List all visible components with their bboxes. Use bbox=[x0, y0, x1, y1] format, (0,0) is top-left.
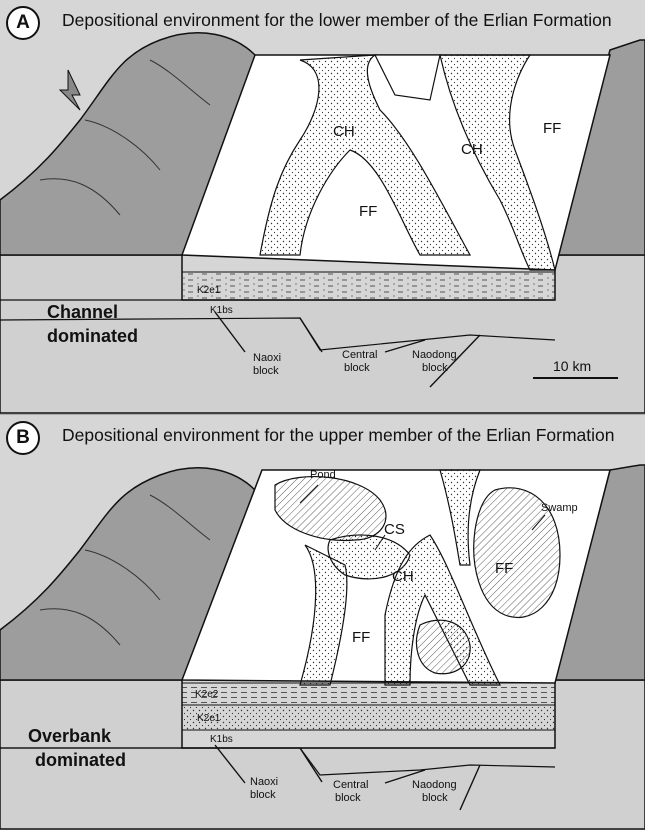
panel-b-letter: B bbox=[6, 421, 40, 455]
panel-a: CH CH FF FF K2e1 K1bs Channel dominated … bbox=[0, 0, 645, 414]
label-dominated-b-line2: dominated bbox=[35, 750, 126, 770]
panel-a-title: Depositional environment for the lower m… bbox=[62, 10, 612, 30]
label-naodong-b-1: Naodong bbox=[412, 779, 457, 791]
label-dominated-line2: dominated bbox=[47, 326, 138, 346]
fault-2 bbox=[299, 317, 323, 353]
panel-b: Pond Swamp CS CH FF FF K2e2 K2e1 K1bs Ov… bbox=[0, 414, 645, 830]
pond-south bbox=[415, 619, 471, 675]
channel-body-2 bbox=[439, 54, 556, 271]
fault-4 bbox=[429, 334, 481, 388]
label-k2e1: K2e1 bbox=[197, 285, 221, 296]
label-central-2: block bbox=[344, 362, 370, 374]
label-ch-1: CH bbox=[333, 123, 355, 140]
fault-1 bbox=[214, 311, 246, 353]
label-central-b-1: Central bbox=[333, 779, 368, 791]
label-naoxi-2: block bbox=[253, 365, 279, 377]
layer-k2e2 bbox=[181, 682, 556, 706]
label-naodong-1: Naodong bbox=[412, 349, 457, 361]
fault-b-2 bbox=[299, 747, 323, 783]
fault-3 bbox=[384, 339, 426, 353]
panel-b-diagram: Pond Swamp CS CH FF FF K2e2 K2e1 K1bs Ov… bbox=[0, 464, 645, 830]
label-pond: Pond bbox=[310, 469, 336, 481]
label-swamp: Swamp bbox=[541, 502, 578, 514]
panel-a-letter: A bbox=[6, 6, 40, 40]
channel-bar-island bbox=[374, 54, 441, 101]
label-scale: 10 km bbox=[553, 358, 591, 374]
label-naoxi-1: Naoxi bbox=[253, 352, 281, 364]
panel-a-diagram: CH CH FF FF K2e1 K1bs Channel dominated … bbox=[0, 32, 645, 414]
label-dominated-line1: Channel bbox=[47, 302, 118, 322]
label-k1bs-b: K1bs bbox=[210, 734, 233, 745]
north-arrow-icon bbox=[58, 69, 81, 111]
label-naodong-b-2: block bbox=[422, 792, 448, 804]
fault-b-4 bbox=[459, 764, 481, 811]
pond-body bbox=[274, 476, 387, 542]
label-ch-b: CH bbox=[392, 568, 414, 585]
label-ff-b-1: FF bbox=[495, 560, 513, 577]
layer-k2e1-b bbox=[181, 704, 556, 731]
label-central-b-2: block bbox=[335, 792, 361, 804]
label-ch-2: CH bbox=[461, 141, 483, 158]
label-naoxi-b-2: block bbox=[250, 789, 276, 801]
channel-b-3 bbox=[439, 469, 481, 566]
panel-b-title: Depositional environment for the upper m… bbox=[62, 425, 615, 445]
label-naoxi-b-1: Naoxi bbox=[250, 776, 278, 788]
label-cs: CS bbox=[384, 521, 405, 538]
label-dominated-b-line1: Overbank bbox=[28, 726, 112, 746]
label-naodong-2: block bbox=[422, 362, 448, 374]
fault-b-1 bbox=[214, 744, 246, 784]
label-ff-1: FF bbox=[359, 203, 377, 220]
layer-k2e1 bbox=[181, 271, 556, 301]
fault-b-3 bbox=[384, 769, 426, 784]
label-k2e2: K2e2 bbox=[195, 689, 219, 700]
label-ff-2: FF bbox=[543, 120, 561, 137]
label-ff-b-2: FF bbox=[352, 629, 370, 646]
swamp-body bbox=[473, 487, 561, 619]
channel-body-1 bbox=[259, 54, 472, 256]
label-k1bs: K1bs bbox=[210, 305, 233, 316]
label-central-1: Central bbox=[342, 349, 377, 361]
label-k2e1-b: K2e1 bbox=[197, 713, 221, 724]
